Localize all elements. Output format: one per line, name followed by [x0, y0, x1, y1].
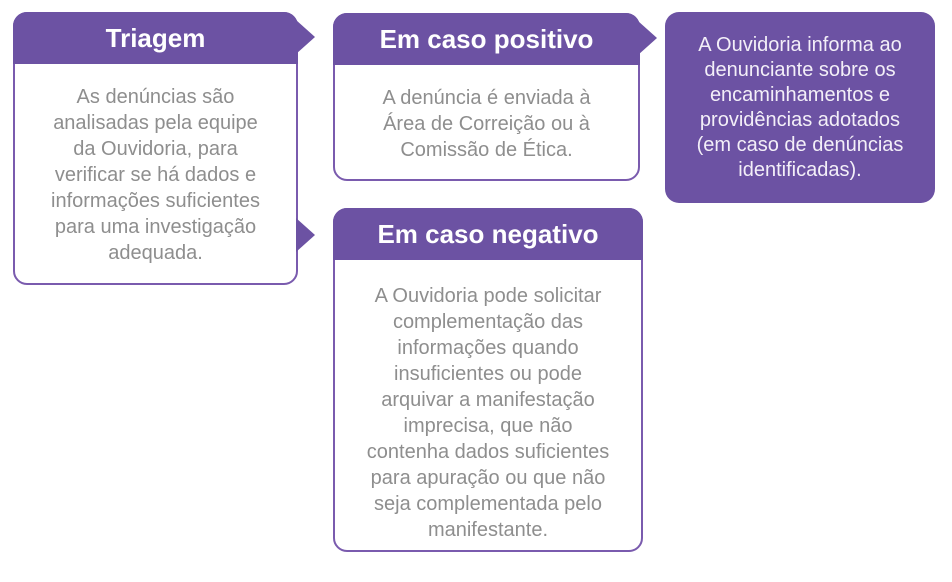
- resultado-box: A Ouvidoria informa ao denunciante sobre…: [665, 12, 935, 203]
- caso-positivo-body-text: A denúncia é enviada à Área de Correição…: [382, 87, 591, 161]
- caso-negativo-box: Em caso negativo A Ouvidoria pode solici…: [333, 208, 643, 552]
- arrow-right-icon-positivo-to-resultado: [638, 21, 657, 55]
- caso-positivo-header-label: Em caso positivo: [379, 23, 594, 54]
- triagem-box: Triagem As denúncias são analisadas pela…: [13, 12, 298, 285]
- triagem-body-text: As denúncias são analisadas pela equipe …: [51, 86, 260, 264]
- caso-negativo-header-label: Em caso negativo: [377, 218, 599, 249]
- triagem-header: Triagem: [13, 12, 298, 64]
- triagem-header-label: Triagem: [105, 22, 206, 53]
- caso-negativo-header: Em caso negativo: [333, 208, 643, 260]
- caso-positivo-box: Em caso positivo A denúncia é enviada à …: [333, 13, 640, 181]
- arrow-right-icon-triagem-to-positivo: [296, 20, 315, 54]
- resultado-body-text: A Ouvidoria informa ao denunciante sobre…: [696, 33, 904, 181]
- caso-negativo-body-text: A Ouvidoria pode solicitar complementaçã…: [366, 285, 610, 541]
- caso-positivo-header: Em caso positivo: [333, 13, 640, 65]
- arrow-right-icon-triagem-to-negativo: [296, 218, 315, 252]
